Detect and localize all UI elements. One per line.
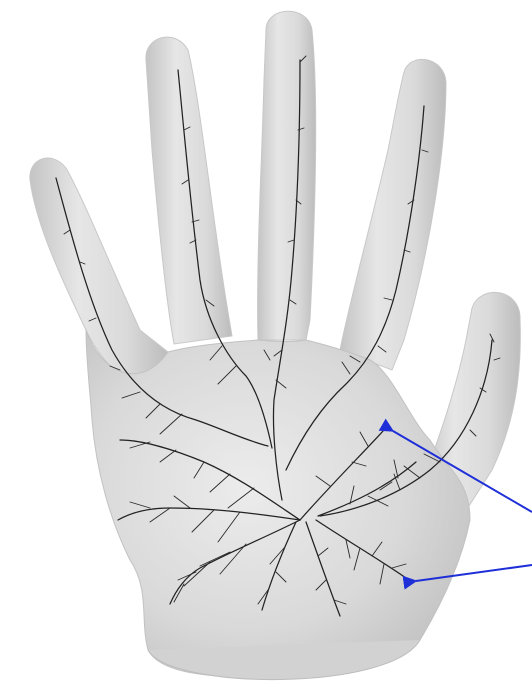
ring-finger bbox=[146, 37, 232, 344]
hand-silhouette bbox=[30, 11, 520, 679]
middle-finger bbox=[258, 11, 316, 340]
index-finger bbox=[340, 59, 446, 370]
palm bbox=[86, 330, 470, 678]
